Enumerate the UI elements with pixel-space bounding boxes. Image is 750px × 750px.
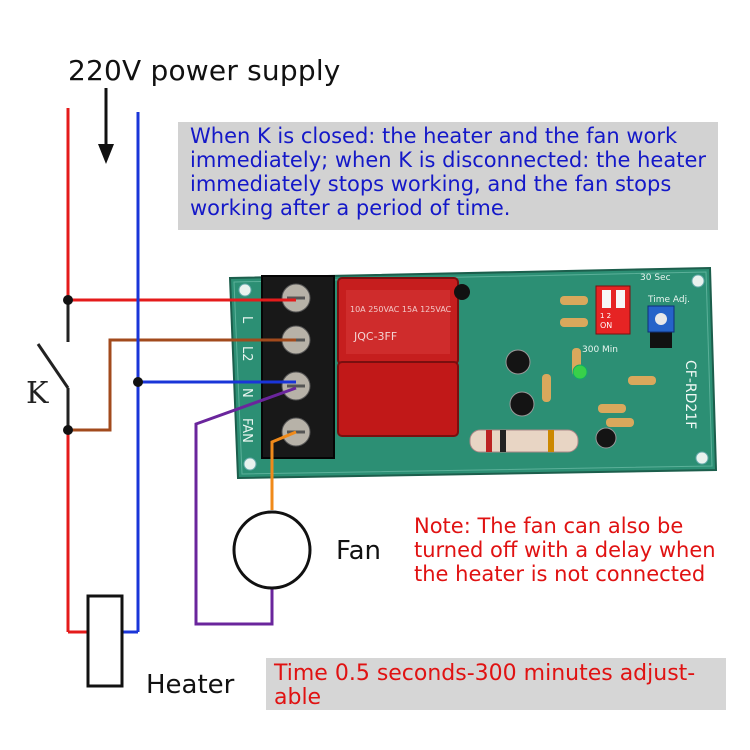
silk-sec: 30 Sec (640, 273, 671, 283)
silk-dip-on: ON (600, 321, 612, 330)
silk-time-adj: Time Adj. (647, 295, 690, 305)
diagram-title: 220V power supply (68, 54, 341, 87)
fan-label: Fan (336, 536, 381, 566)
silk-dip-nums: 1 2 (600, 312, 611, 320)
switch-label: K (26, 376, 49, 411)
terminal-l (281, 283, 311, 313)
neutral-out-wire (194, 386, 297, 626)
note-switch-behavior: When K is closed: the heater and the fan… (178, 122, 718, 230)
switch-k (36, 300, 70, 430)
fan-wire (270, 430, 297, 510)
junction-dot (63, 425, 73, 435)
terminal-block: L L2 N FAN (239, 275, 335, 459)
arrow-down-icon (98, 88, 114, 164)
terminal-label-l2: L2 (239, 346, 254, 362)
relay (337, 277, 459, 437)
relay-rating: 10A 250VAC 15A 125VAC (350, 305, 452, 314)
board-model: CF-RD21F (682, 360, 698, 429)
silk-min: 300 Min (582, 345, 618, 355)
terminal-label-n: N (239, 388, 254, 398)
heater-symbol (86, 594, 124, 688)
switched-wire (68, 338, 296, 432)
fan-symbol (232, 510, 312, 590)
terminal-label-l: L (239, 316, 254, 324)
note-time-range: Time 0.5 seconds-300 minutes adjust- abl… (266, 658, 726, 710)
terminal-label-fan: FAN (239, 418, 254, 443)
note-fan-delay: Note: The fan can also be turned off wit… (414, 514, 716, 586)
relay-brand: JQC-3FF (353, 330, 397, 343)
terminal-n (281, 371, 311, 401)
relay-module-board: 30 Sec Time Adj. 300 Min ON 1 2 10A 250V… (228, 266, 718, 480)
heater-label: Heater (146, 670, 235, 700)
junction-dot (133, 377, 143, 387)
junction-dot (63, 295, 73, 305)
